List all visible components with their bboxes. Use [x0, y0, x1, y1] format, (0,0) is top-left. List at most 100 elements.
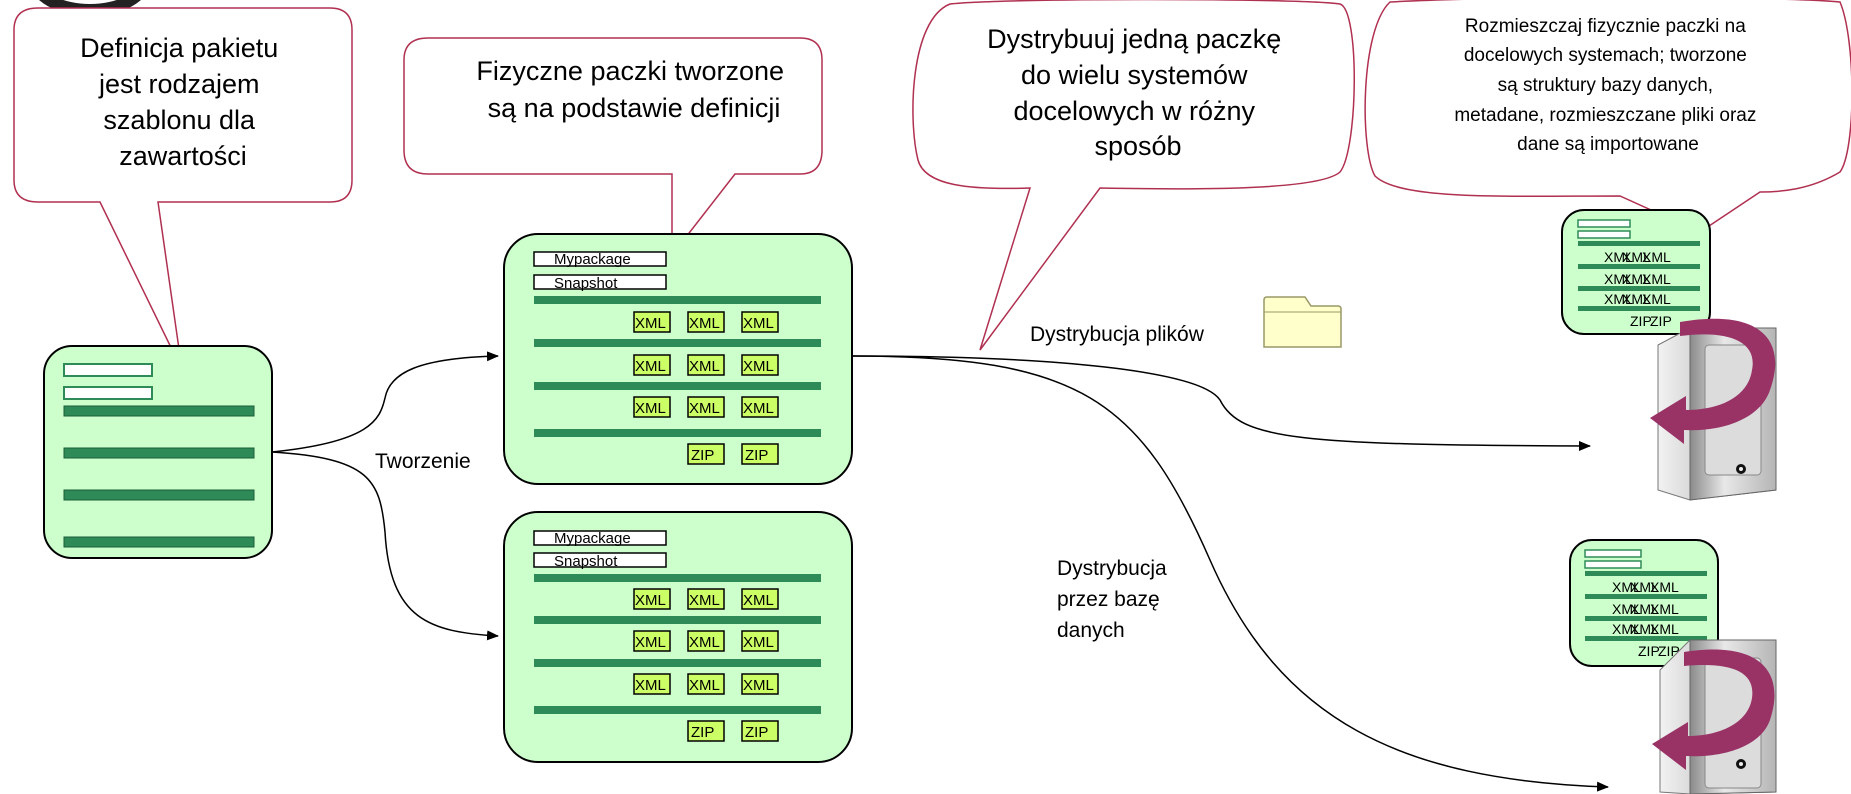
xml-tag: XML: [743, 677, 774, 694]
xml-tag: XML: [1642, 271, 1671, 287]
xml-tag: XML: [1622, 291, 1651, 307]
install-arrow-icon: [1650, 318, 1776, 444]
package-bar: [534, 659, 821, 667]
zip-tag: ZIP: [1638, 643, 1660, 659]
definition-template-box: [43, 345, 273, 559]
callout-definition-line: Definicja pakietu: [80, 33, 278, 63]
xml-tag: XML: [1612, 601, 1641, 617]
xml-tag: XML: [635, 592, 666, 609]
file-distribution-label: Dystrybucja plików: [1030, 323, 1205, 346]
xml-tag: XML: [635, 677, 666, 694]
package-bar: [534, 574, 821, 582]
xml-tag: XML: [1650, 601, 1679, 617]
package-bar: [534, 296, 821, 304]
zip-row: ZIP ZIP: [687, 720, 779, 742]
xml-tag: XML: [1642, 249, 1671, 265]
package-box-1: Mypackage Snapshot XML XML XML XML XML X…: [503, 233, 853, 485]
callout-deploy-line: są struktury bazy danych,: [1498, 75, 1713, 96]
xml-row: XML XML XML: [633, 588, 779, 610]
xml-tag: XML: [1612, 579, 1641, 595]
xml-tag: XML: [635, 315, 666, 332]
template-bar: [63, 489, 255, 501]
callout-physical: Fizyczne paczki tworzone są na podstawie…: [403, 37, 823, 258]
callout-definition-line: zawartości: [119, 141, 247, 171]
xml-tag: XML: [1604, 291, 1633, 307]
template-field-slot: [63, 363, 153, 377]
callout-physical-line: są na podstawie definicji: [488, 93, 781, 123]
package-snapshot: Snapshot: [554, 275, 618, 292]
callout-deploy-text: Rozmieszczaj fizycznie paczki na docelow…: [1454, 16, 1761, 155]
callout-definition-line: szablonu dla: [103, 105, 256, 135]
xml-tag: XML: [689, 315, 720, 332]
xml-row: XML XML XML: [633, 630, 779, 652]
xml-tag: XML: [1650, 579, 1679, 595]
xml-tag: XML: [1604, 271, 1633, 287]
db-distribution-line: przez bazę: [1057, 588, 1160, 611]
db-distribution-label: Dystrybucja przez bazę danych: [1057, 557, 1173, 642]
xml-tag: XML: [743, 315, 774, 332]
zip-tag: ZIP: [691, 724, 714, 741]
xml-tag: XML: [689, 358, 720, 375]
creation-arrow-2: [271, 451, 499, 641]
template-bar: [63, 447, 255, 459]
callout-distribute-line: docelowych w różny: [1013, 96, 1255, 126]
callout-physical-text: Fizyczne paczki tworzone są na podstawie…: [476, 56, 791, 123]
callout-definition-text: Definicja pakietu jest rodzajem szablonu…: [80, 33, 286, 171]
zip-row: ZIP ZIP: [687, 443, 779, 465]
callout-distribute-line: Dystrybuuj jedną paczkę: [987, 24, 1281, 54]
callout-distribute-line: do wielu systemów: [1021, 60, 1248, 90]
callout-definition: Definicja pakietu jest rodzajem szablonu…: [13, 7, 353, 371]
db-distribution-line: Dystrybucja: [1057, 557, 1167, 580]
xml-tag: XML: [689, 634, 720, 651]
xml-tag: XML: [743, 358, 774, 375]
xml-row: XML XML XML: [633, 311, 779, 333]
callout-deploy-line: Rozmieszczaj fizycznie paczki na: [1465, 16, 1746, 37]
callout-deploy: Rozmieszczaj fizycznie paczki na docelow…: [1364, 0, 1851, 233]
template-field-slot: [63, 386, 153, 400]
xml-tag: XML: [635, 358, 666, 375]
zip-tag: ZIP: [1630, 313, 1652, 329]
xml-row: XML XML XML: [633, 396, 779, 418]
target-system-2: XML XML XML XML XML XML XML XML XML ZIP …: [1569, 539, 1719, 667]
package-snapshot: Snapshot: [554, 553, 618, 570]
file-distribution-arrow: [851, 355, 1591, 451]
folder-icon: [1263, 296, 1342, 348]
xml-tag: XML: [1612, 621, 1641, 637]
package-bar: [534, 706, 821, 714]
xml-tag: XML: [1622, 249, 1651, 265]
db-distribution-line: danych: [1057, 619, 1125, 642]
creation-label: Tworzenie: [375, 450, 471, 473]
callout-deploy-line: docelowych systemach; tworzone: [1464, 45, 1747, 66]
xml-tag: XML: [1630, 621, 1659, 637]
package-bar: [534, 429, 821, 437]
xml-tag: XML: [1604, 249, 1633, 265]
xml-tag: XML: [635, 634, 666, 651]
xml-tag: XML: [689, 592, 720, 609]
callout-deploy-line: metadane, rozmieszczane pliki oraz: [1454, 105, 1756, 126]
zip-tag: ZIP: [745, 447, 768, 464]
template-bar: [63, 536, 255, 548]
xml-tag: XML: [689, 400, 720, 417]
xml-tag: XML: [1650, 621, 1679, 637]
xml-tag: XML: [1630, 601, 1659, 617]
install-arrow-icon: [1652, 649, 1775, 770]
target-system-1: XML XML XML XML XML XML XML XML XML ZIP …: [1561, 209, 1711, 335]
package-name: Mypackage: [554, 530, 631, 547]
creation-arrow-1: [271, 351, 499, 453]
package-bar: [534, 339, 821, 347]
xml-tag: XML: [743, 400, 774, 417]
package-bar: [534, 382, 821, 390]
callout-distribute: Dystrybuuj jedną paczkę do wielu systemó…: [912, 0, 1355, 351]
xml-tag: XML: [635, 400, 666, 417]
template-bar: [63, 405, 255, 417]
callout-physical-line: Fizyczne paczki tworzone: [476, 56, 784, 86]
callout-distribute-line: sposób: [1094, 131, 1181, 161]
callout-definition-line: jest rodzajem: [98, 69, 260, 99]
xml-tag: XML: [743, 592, 774, 609]
xml-tag: XML: [1642, 291, 1671, 307]
xml-tag: XML: [743, 634, 774, 651]
xml-row: XML XML XML: [633, 354, 779, 376]
xml-tag: XML: [1622, 271, 1651, 287]
package-name: Mypackage: [554, 251, 631, 268]
